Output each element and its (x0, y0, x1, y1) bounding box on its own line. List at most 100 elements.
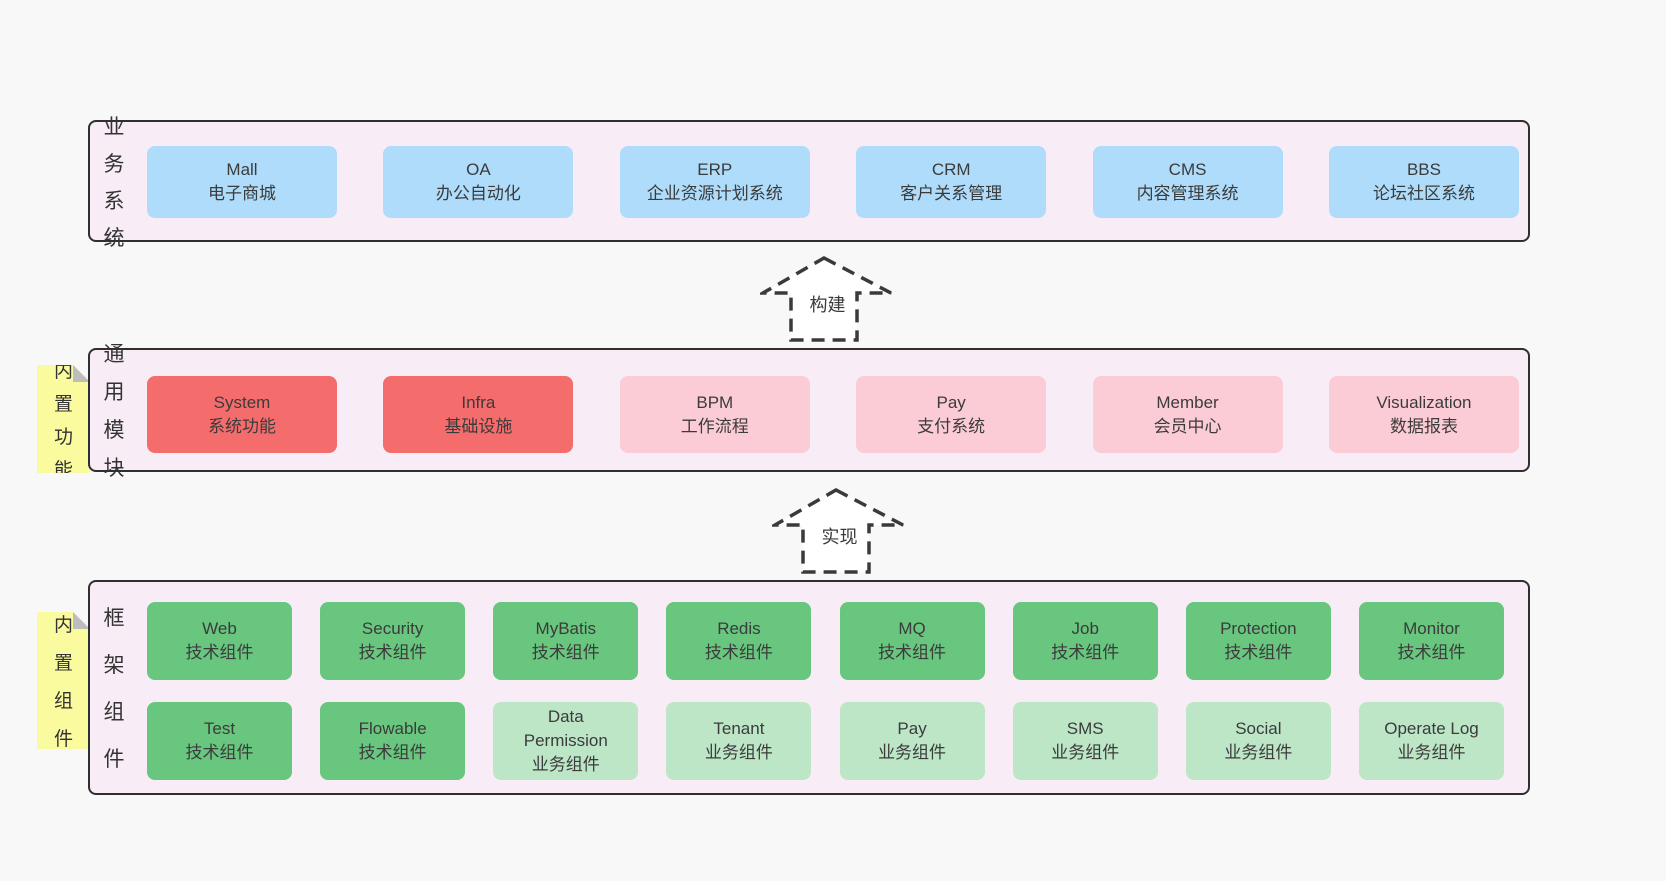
module-box-title: CRM (931, 160, 971, 179)
module-box-subtitle: 技术组件 (878, 643, 947, 662)
module-box-subtitle: 企业资源计划系统 (646, 184, 783, 203)
module-box-subtitle: 办公自动化 (435, 184, 521, 203)
arrow-build-label: 构建 (807, 291, 848, 317)
module-box-title: Flowable (358, 719, 427, 738)
vertical-label-char: 组 (53, 691, 73, 712)
module-box-title: ERP (697, 160, 733, 179)
vertical-label-char: 用 (103, 381, 125, 404)
module-box-title: Test (203, 719, 236, 738)
vertical-label-char: 框 (103, 607, 125, 630)
module-box-title: OA (466, 160, 491, 179)
arrow-implement-label: 实现 (819, 523, 860, 549)
module-box-title: Protection (1220, 619, 1297, 638)
vertical-label-char: 业 (103, 115, 125, 139)
module-box-title: Pay (897, 719, 927, 738)
module-box-subtitle: 技术组件 (185, 643, 254, 662)
module-box-infra: Infra 基础设施 (383, 376, 574, 453)
module-box-security: Security 技术组件 (320, 602, 466, 680)
module-box-subtitle: 技术组件 (358, 643, 427, 662)
band-framework-components-label: 框架组件 (99, 582, 129, 793)
module-box-title: MQ (898, 619, 926, 638)
module-box-subtitle: 客户关系管理 (900, 184, 1003, 203)
vertical-label-char: 功 (53, 427, 73, 448)
module-box-title: SMS (1066, 719, 1104, 738)
band-framework-components-row-2: Test 技术组件 Flowable 技术组件 Data Permission 业务组件 T… (147, 702, 1504, 780)
module-box-title: Monitor (1403, 619, 1460, 638)
module-box-title: Job (1071, 619, 1099, 638)
module-box-subtitle: 技术组件 (1397, 643, 1466, 662)
module-box-subtitle: 基础设施 (444, 416, 513, 436)
vertical-label-char: 系 (103, 189, 125, 213)
vertical-label-char: 组 (103, 701, 125, 724)
module-box-title: Social (1235, 719, 1282, 738)
module-box-title: Visualization (1376, 392, 1472, 412)
module-box-title: Infra (461, 392, 496, 412)
vertical-label-char: 置 (53, 394, 73, 415)
band-common-modules-label: 通用模块 (99, 343, 129, 480)
module-box-operate-log: Operate Log 业务组件 (1358, 702, 1504, 780)
module-box-title: System (213, 392, 271, 412)
vertical-label-char: 统 (103, 226, 125, 250)
module-box-title: Pay (936, 392, 966, 412)
note-built-in-components: 内置组件 (37, 612, 90, 749)
module-box-title: Operate Log (1384, 719, 1479, 738)
module-box-title: Web (202, 619, 237, 638)
module-box-visualization: Visualization 数据报表 (1328, 376, 1519, 453)
module-box-subtitle: 业务组件 (1397, 743, 1466, 762)
module-box-monitor: Monitor 技术组件 (1358, 602, 1504, 680)
module-box-title: Redis (717, 619, 761, 638)
arrow-implement: 实现 (772, 487, 907, 575)
vertical-label-char: 架 (103, 654, 125, 677)
vertical-label-char: 能 (53, 460, 73, 481)
module-box-subtitle: 业务组件 (1051, 743, 1120, 762)
module-box-subtitle: 业务组件 (878, 743, 947, 762)
module-box-title: BBS (1406, 160, 1441, 179)
module-box-pay: Pay 业务组件 (839, 702, 985, 780)
module-box-subtitle: 论坛社区系统 (1372, 184, 1475, 203)
module-box-subtitle: 技术组件 (531, 643, 600, 662)
module-box-title: Tenant (713, 719, 765, 738)
module-box-test: Test 技术组件 (147, 702, 292, 780)
module-box-crm: CRM 客户关系管理 (856, 146, 1047, 218)
module-box-system: System 系统功能 (147, 376, 337, 453)
module-box-title: BPM (696, 392, 734, 412)
module-box-subtitle: 技术组件 (1051, 643, 1120, 662)
module-box-bbs: BBS 论坛社区系统 (1328, 146, 1519, 218)
module-box-pay: Pay 支付系统 (856, 376, 1047, 453)
vertical-label-char: 内 (53, 361, 73, 382)
module-box-subtitle: 技术组件 (185, 743, 254, 762)
module-box-flowable: Flowable 技术组件 (320, 702, 466, 780)
vertical-label-char: 置 (53, 653, 73, 674)
vertical-label-char: 件 (53, 729, 73, 750)
module-box-web: Web 技术组件 (147, 602, 292, 680)
module-box-title: Data Permission (523, 707, 608, 750)
vertical-label-char: 通 (103, 343, 125, 366)
vertical-label-char: 务 (103, 152, 125, 176)
module-box-title: CMS (1168, 160, 1207, 179)
module-box-title: Security (361, 619, 424, 638)
module-box-data-permission: Data Permission 业务组件 (493, 702, 639, 780)
module-box-subtitle: 支付系统 (917, 416, 986, 436)
module-box-subtitle: 系统功能 (208, 416, 276, 436)
module-box-erp: ERP 企业资源计划系统 (619, 146, 810, 218)
module-box-title: Mall (226, 160, 258, 179)
module-box-title: Member (1156, 392, 1219, 412)
module-box-subtitle: 技术组件 (358, 743, 427, 762)
module-box-subtitle: 数据报表 (1389, 416, 1458, 436)
module-box-oa: OA 办公自动化 (383, 146, 574, 218)
module-box-subtitle: 业务组件 (531, 755, 600, 774)
